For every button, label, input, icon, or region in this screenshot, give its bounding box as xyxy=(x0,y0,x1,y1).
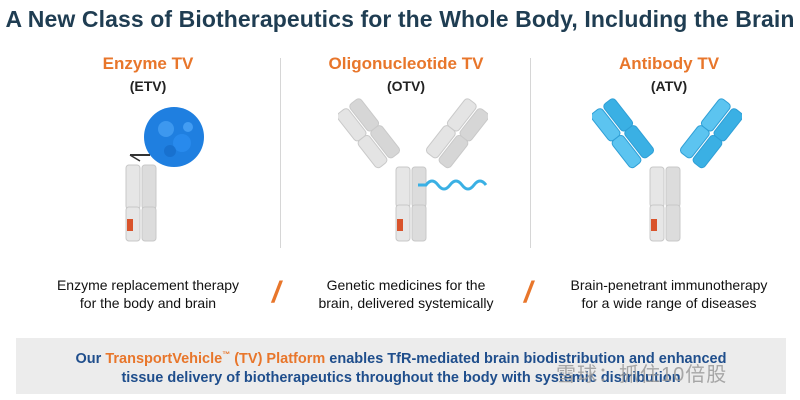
column-description: Genetic medicines for the brain, deliver… xyxy=(318,277,494,311)
banner-text: Our TransportVehicle™ (TV) Platform enab… xyxy=(75,350,727,386)
column-antibody-tv: Antibody TV (ATV) xyxy=(549,54,789,94)
column-title: Antibody TV xyxy=(618,54,720,73)
column-description: Enzyme replacement therapy for the body … xyxy=(56,277,240,311)
watermark: 雪球：抓住10倍股 xyxy=(556,364,728,386)
platform-banner: Our TransportVehicle™ (TV) Platform enab… xyxy=(16,338,786,394)
column-abbr: (OTV) xyxy=(386,78,426,94)
column-oligonucleotide-tv: Oligonucleotide TV (OTV) xyxy=(286,54,526,94)
column-abbr: (ATV) xyxy=(650,78,688,94)
column-divider xyxy=(280,58,281,248)
page-title: A New Class of Biotherapeutics for the W… xyxy=(5,6,795,32)
column-abbr: (ETV) xyxy=(129,78,167,94)
brand-name: TransportVehicle™ (TV) Platform xyxy=(105,350,326,367)
oligonucleotide-strand-icon xyxy=(418,179,488,191)
column-divider xyxy=(530,58,531,248)
separator-slash: / xyxy=(524,276,533,309)
column-description: Brain-penetrant immunotherapy for a wide… xyxy=(570,277,768,311)
column-title: Enzyme TV xyxy=(102,54,194,73)
column-enzyme-tv: Enzyme TV (ETV) xyxy=(28,54,268,94)
separator-slash: / xyxy=(272,276,281,309)
antibody-grey-icon xyxy=(338,98,488,242)
fc-domain-icon xyxy=(125,164,157,242)
enzyme-tv-illustration xyxy=(125,107,204,242)
antibody-blue-icon xyxy=(592,98,742,242)
antibody-tv-illustration xyxy=(592,98,742,242)
enzyme-blob-icon xyxy=(144,107,204,167)
oligonucleotide-tv-illustration xyxy=(338,98,488,242)
column-title: Oligonucleotide TV xyxy=(328,54,484,73)
